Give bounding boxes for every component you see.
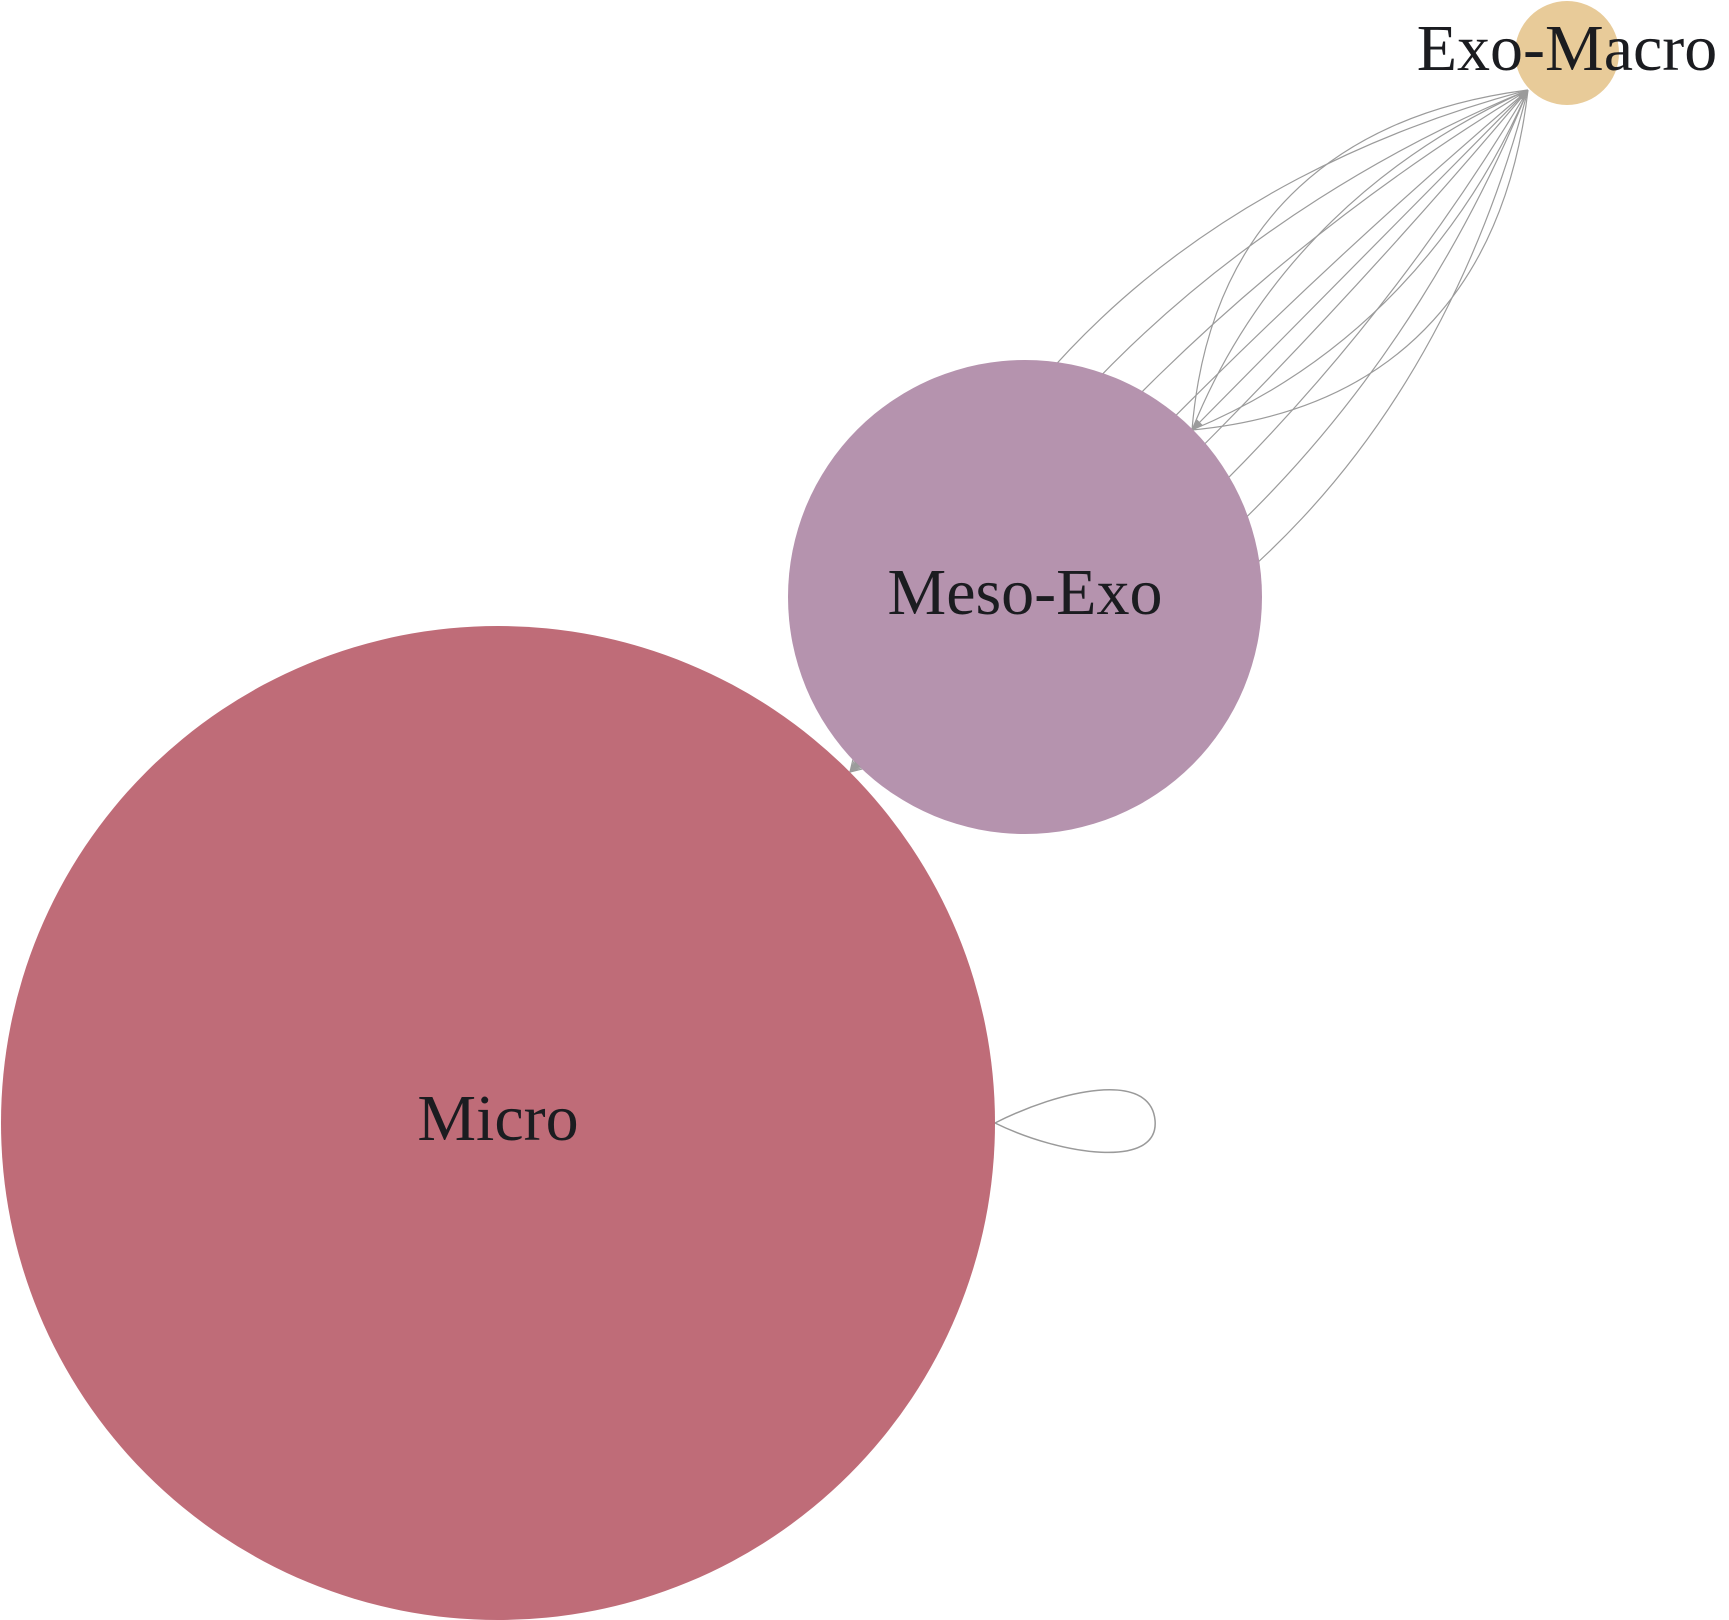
node-label-micro: Micro [417,1082,578,1155]
arrows-layer [850,90,1528,772]
arrowhead-meso-exo [1192,419,1203,430]
edge-meso-exo-to-exo-macro-1 [1191,89,1529,431]
edge-meso-exo-to-exo-macro-3 [1191,89,1529,431]
node-micro[interactable] [1,626,995,1620]
node-label-exo-macro: Exo-Macro [1417,12,1718,85]
edge-meso-exo-to-exo-macro-4 [1191,89,1529,431]
edge-micro-self-loop [993,1089,1156,1154]
nodes-layer [1,1,1619,1620]
edge-meso-exo-to-exo-macro-2 [1191,89,1529,431]
arrowhead-exo-macro [1517,90,1528,101]
labels-layer: Micro Meso-Exo Exo-Macro [417,12,1717,1155]
node-exo-macro[interactable] [1515,1,1619,105]
node-label-meso-exo: Meso-Exo [888,556,1163,629]
node-meso-exo[interactable] [788,360,1262,834]
edge-meso-exo-to-exo-macro-5 [1191,89,1529,431]
arrowhead-micro [850,761,861,772]
